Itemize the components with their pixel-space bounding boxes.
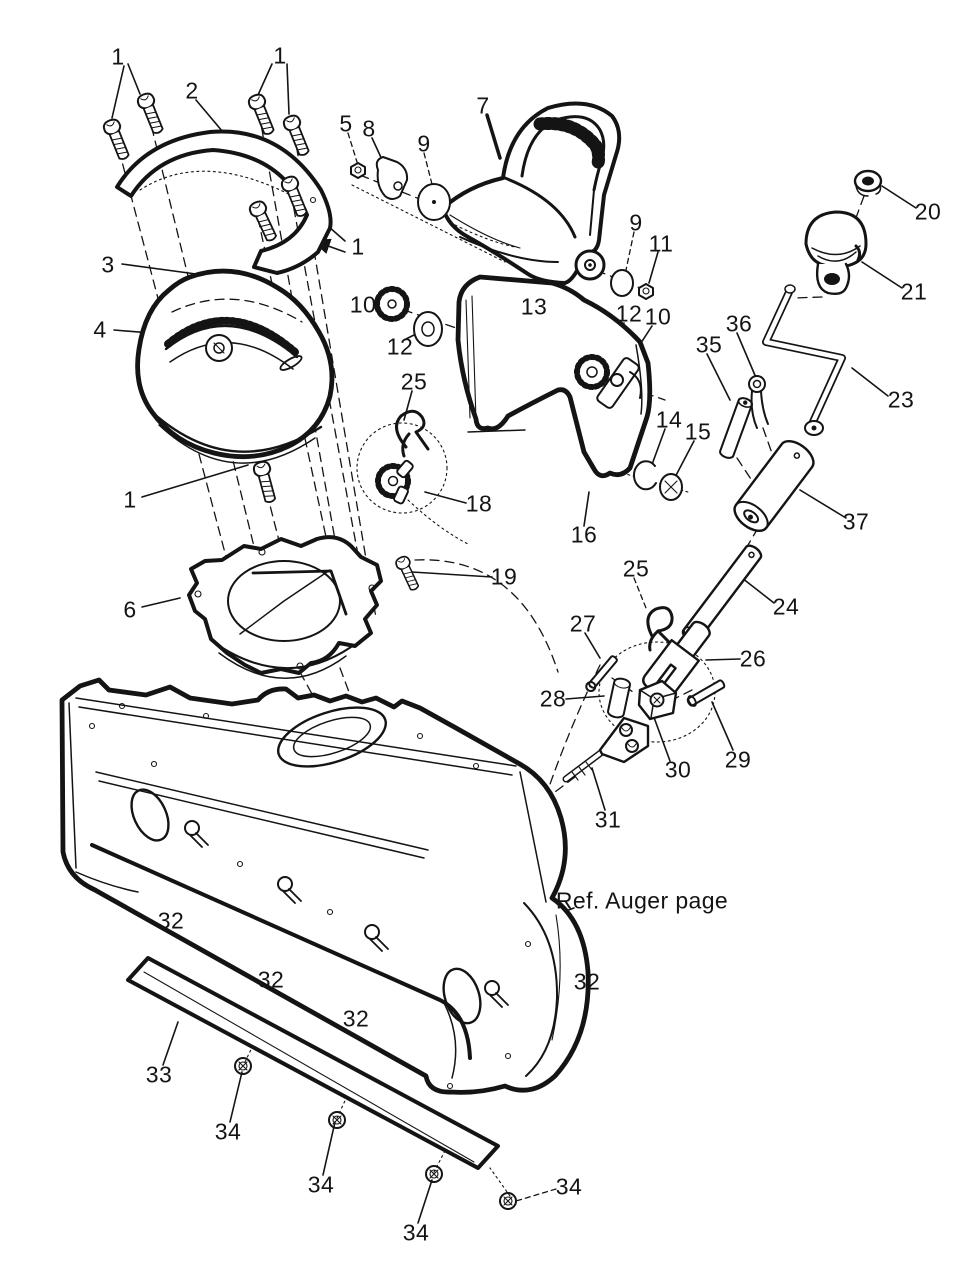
chute-base-ring <box>187 535 383 679</box>
crank-rod-23 <box>762 284 846 436</box>
callout-23: 23 <box>887 386 915 413</box>
lower-linkage-cluster <box>562 606 726 783</box>
callout-4: 4 <box>93 316 107 343</box>
callout-11: 11 <box>648 230 674 257</box>
callout-36: 36 <box>725 310 753 337</box>
callout-13: 13 <box>520 293 548 320</box>
impeller-housing-dome <box>135 268 335 464</box>
coupler-37 <box>733 440 815 532</box>
callout-21: 21 <box>900 278 928 305</box>
callout-12: 12 <box>615 300 643 327</box>
callout-25: 25 <box>622 555 650 582</box>
bracket-8 <box>375 156 409 200</box>
callout-28: 28 <box>539 685 567 712</box>
callout-34: 34 <box>214 1118 242 1145</box>
callout-1: 1 <box>123 486 137 513</box>
callout-10: 10 <box>349 291 377 318</box>
lock-washer-14 <box>633 460 657 491</box>
callout-33: 33 <box>145 1061 173 1088</box>
link-rod-parts <box>681 375 815 644</box>
callout-18: 18 <box>465 490 493 517</box>
callout-9: 9 <box>629 209 643 236</box>
hairpin-clip-lower <box>646 606 676 652</box>
callout-1: 1 <box>111 43 125 70</box>
callout-30: 30 <box>664 756 692 783</box>
washer-9-right <box>610 269 634 297</box>
callout-3: 3 <box>101 251 115 278</box>
callout-27: 27 <box>569 610 597 637</box>
callout-10: 10 <box>644 303 672 330</box>
callout-34: 34 <box>307 1171 335 1198</box>
knob-21 <box>804 210 868 296</box>
callout-12: 12 <box>386 333 414 360</box>
deflector-hardware <box>350 156 654 300</box>
callout-14: 14 <box>655 406 683 433</box>
mounting-band <box>115 129 333 275</box>
callout-32: 32 <box>573 968 601 995</box>
callout-20: 20 <box>914 198 942 225</box>
left-panel-hole <box>130 788 170 842</box>
callout-32: 32 <box>342 1005 370 1032</box>
ref-auger-note: Ref. Auger page <box>555 887 729 914</box>
callout-1: 1 <box>351 233 365 260</box>
spacer-28 <box>607 677 631 719</box>
callout-24: 24 <box>772 593 800 620</box>
callout-32: 32 <box>157 907 185 934</box>
skid-bar <box>126 956 500 1170</box>
callout-8: 8 <box>362 115 376 142</box>
scroll-hole <box>442 967 482 1025</box>
nut-11 <box>638 283 654 300</box>
callout-31: 31 <box>594 806 622 833</box>
callout-25: 25 <box>400 368 428 395</box>
crank-knob-assembly <box>762 169 883 436</box>
hex-nuts-34 <box>234 1057 517 1210</box>
carriage-bolts-32 <box>184 820 509 1008</box>
callout-19: 19 <box>490 563 518 590</box>
callout-9: 9 <box>417 130 431 157</box>
clip-and-pinion <box>375 409 430 505</box>
block-30 <box>637 679 678 721</box>
pin-29 <box>686 679 726 707</box>
hairpin-clip-upper <box>395 409 430 458</box>
chute-deflector-handle <box>441 101 622 285</box>
cotter-pin-36 <box>748 375 769 429</box>
callout-5: 5 <box>339 110 353 137</box>
callout-15: 15 <box>684 418 712 445</box>
callout-34: 34 <box>555 1173 583 1200</box>
callout-16: 16 <box>570 521 598 548</box>
chute-pivot-hardware <box>374 286 683 501</box>
chute-collar <box>276 706 388 768</box>
spacer-35 <box>719 397 753 459</box>
callout-34: 34 <box>402 1219 430 1246</box>
callout-37: 37 <box>842 508 870 535</box>
callout-26: 26 <box>739 645 767 672</box>
housing-body <box>59 677 591 1095</box>
callout-32: 32 <box>257 966 285 993</box>
callout-29: 29 <box>724 746 752 773</box>
callout-35: 35 <box>695 331 723 358</box>
nut-5 <box>350 162 366 179</box>
pin-27 <box>585 655 618 693</box>
callout-2: 2 <box>185 77 199 104</box>
callout-1: 1 <box>273 42 287 69</box>
callout-7: 7 <box>476 92 490 119</box>
callout-6: 6 <box>123 596 137 623</box>
rivet-marks <box>88 702 532 1090</box>
ring-gear <box>164 316 303 371</box>
bolt-bracket-31 <box>562 716 650 783</box>
